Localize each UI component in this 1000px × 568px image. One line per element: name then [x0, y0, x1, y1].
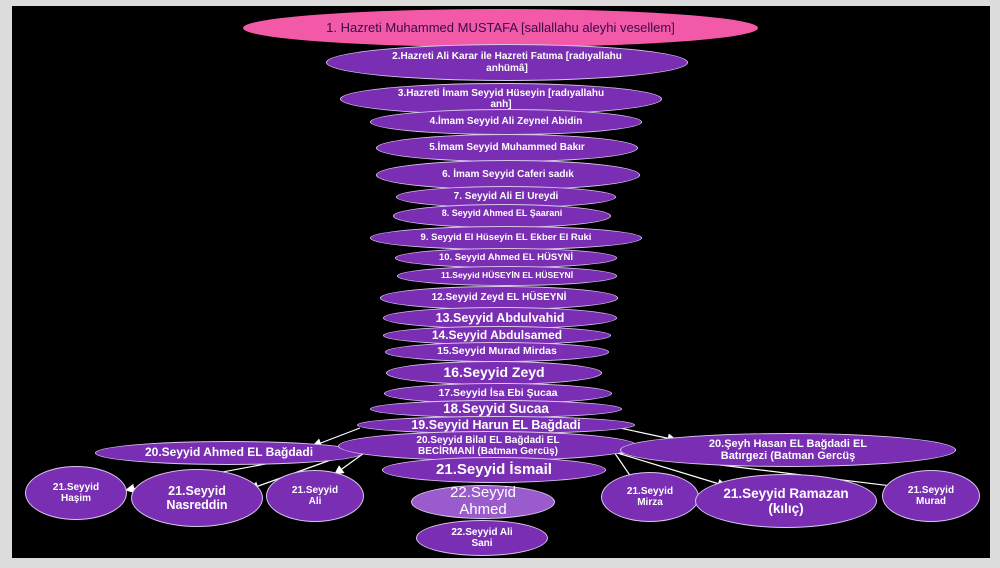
node-8: 8. Seyyid Ahmed EL Şaarani: [393, 204, 611, 228]
node-label: 15.Seyyid Murad Mirdas: [437, 345, 557, 358]
node-label: 12.Seyyid Zeyd EL HÜSEYNİ: [431, 292, 567, 304]
node-13: 13.Seyyid Abdulvahid: [383, 307, 617, 329]
node-11: 11.Seyyid HÜSEYİN EL HÜSEYNİ: [397, 266, 617, 286]
node-label: 22.Seyyid Ali Sani: [451, 526, 513, 549]
node-label: 17.Seyyid İsa Ebi Şucaa: [438, 386, 558, 399]
node-label: 20.Şeyh Hasan EL Bağdadi EL Batırgezi (B…: [708, 437, 868, 462]
node-21-ismail: 21.Seyyid İsmail: [382, 457, 606, 483]
node-label: 21.Seyyid Ramazan (kılıç): [723, 485, 849, 516]
node-19: 19.Seyyid Harun EL Bağdadi: [357, 416, 635, 434]
node-21-mirza: 21.Seyyid Mirza: [601, 472, 699, 522]
node-20-hasan: 20.Şeyh Hasan EL Bağdadi EL Batırgezi (B…: [620, 433, 956, 467]
node-22-ali-sani: 22.Seyyid Ali Sani: [416, 520, 548, 556]
node-label: 7. Seyyid Ali El Ureydi: [453, 191, 559, 203]
node-label: 21.Seyyid Murad: [907, 484, 955, 507]
node-label: 4.İmam Seyyid Ali Zeynel Abidin: [429, 116, 583, 128]
node-label: 16.Seyyid Zeyd: [443, 364, 545, 381]
node-label: 11.Seyyid HÜSEYİN EL HÜSEYNİ: [440, 270, 574, 281]
node-10: 10. Seyyid Ahmed EL HÜSYNİ: [395, 248, 617, 268]
node-label: 22.Seyyid Ahmed: [450, 484, 516, 518]
node-label: 21.Seyyid Haşim: [52, 481, 100, 504]
node-12: 12.Seyyid Zeyd EL HÜSEYNİ: [380, 286, 618, 310]
node-21-nasreddin: 21.Seyyid Nasreddin: [131, 469, 263, 527]
node-label: 5.İmam Seyyid Muhammed Bakır: [429, 142, 585, 154]
node-15: 15.Seyyid Murad Mirdas: [385, 342, 609, 362]
node-21-murad: 21.Seyyid Murad: [882, 470, 980, 522]
node-label: 9. Seyyid El Hüseyin EL Ekber El Ruki: [420, 231, 592, 243]
node-22-ahmed: 22.Seyyid Ahmed: [411, 484, 555, 519]
node-label: 21.Seyyid İsmail: [436, 460, 552, 478]
node-20-ahmed: 20.Seyyid Ahmed EL Bağdadi: [95, 441, 363, 465]
node-label: 10. Seyyid Ahmed EL HÜSYNİ: [438, 251, 574, 263]
node-label: 19.Seyyid Harun EL Bağdadi: [411, 418, 581, 432]
node-16: 16.Seyyid Zeyd: [386, 361, 602, 385]
node-5: 5.İmam Seyyid Muhammed Bakır: [376, 134, 638, 162]
node-9: 9. Seyyid El Hüseyin EL Ekber El Ruki: [370, 226, 642, 250]
node-label: 1. Hazreti Muhammed MUSTAFA [sallallahu …: [326, 19, 675, 35]
node-21-ramazan: 21.Seyyid Ramazan (kılıç): [695, 474, 877, 528]
node-label: 6. İmam Seyyid Caferi sadık: [442, 169, 574, 181]
node-label: 20.Seyyid Ahmed EL Bağdadi: [144, 445, 314, 460]
node-label: 3.Hazreti İmam Seyyid Hüseyin [radıyalla…: [397, 87, 605, 110]
node-label: 2.Hazreti Ali Karar ile Hazreti Fatıma […: [392, 51, 622, 74]
node-21-hasim: 21.Seyyid Haşim: [25, 466, 127, 520]
node-18: 18.Seyyid Sucaa: [370, 400, 622, 418]
node-14: 14.Seyyid Abdulsamed: [383, 326, 611, 345]
node-label: 13.Seyyid Abdulvahid: [435, 311, 565, 325]
node-21-ali: 21.Seyyid Ali: [266, 470, 364, 522]
node-label: 21.Seyyid Mirza: [626, 485, 674, 508]
node-label: 14.Seyyid Abdulsamed: [431, 327, 563, 342]
node-label: 21.Seyyid Nasreddin: [166, 484, 228, 512]
node-2: 2.Hazreti Ali Karar ile Hazreti Fatıma […: [326, 44, 688, 81]
node-20-bilal: 20.Seyyid Bilal EL Bağdadi EL BECİRMANİ …: [338, 431, 638, 461]
node-label: 8. Seyyid Ahmed EL Şaarani: [441, 208, 563, 218]
node-label: 18.Seyyid Sucaa: [443, 401, 549, 417]
node-6: 6. İmam Seyyid Caferi sadık: [376, 160, 640, 190]
node-label: 20.Seyyid Bilal EL Bağdadi EL BECİRMANİ …: [416, 434, 560, 457]
node-label: 21.Seyyid Ali: [291, 484, 339, 507]
node-4: 4.İmam Seyyid Ali Zeynel Abidin: [370, 109, 642, 135]
node-1: 1. Hazreti Muhammed MUSTAFA [sallallahu …: [243, 9, 758, 47]
